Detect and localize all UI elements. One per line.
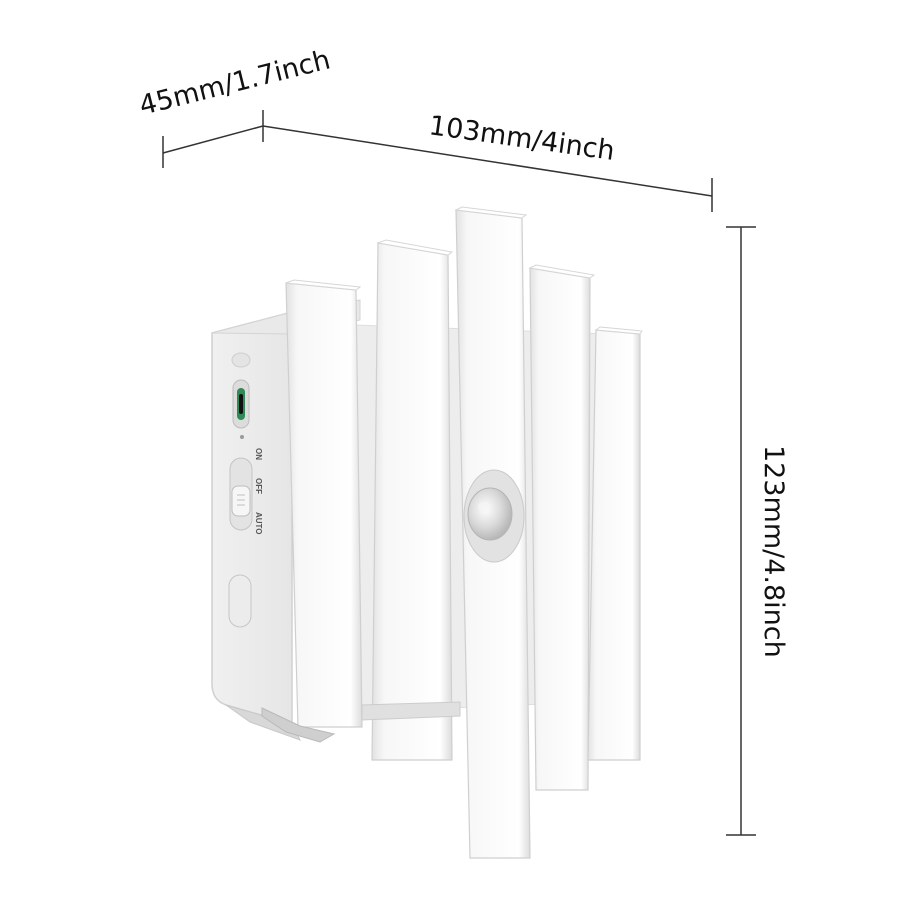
height-dimension-label: 123mm/4.8inch [758, 445, 789, 658]
charge-indicator-dot [240, 435, 244, 439]
slat-4 [528, 264, 596, 791]
switch-label-off: OFF [254, 478, 263, 494]
depth-dimension-line [162, 110, 264, 168]
slat-2 [371, 239, 454, 761]
bottom-rail [361, 701, 461, 721]
wall-light-product: ON OFF AUTO [211, 206, 643, 859]
switch-label-on: ON [254, 448, 263, 460]
width-dimension-label: 103mm/4inch [427, 110, 616, 167]
mode-switch [229, 457, 253, 531]
switch-label-auto: AUTO [254, 512, 263, 535]
side-button [228, 574, 252, 628]
housing-indicator-recess [231, 352, 251, 368]
usb-port [232, 379, 250, 429]
slat-5 [587, 326, 643, 761]
height-dimension-line [726, 226, 756, 836]
width-dimension-line [262, 125, 713, 212]
mounting-bracket [261, 707, 336, 743]
motion-sensor [463, 469, 525, 563]
depth-dimension-label: 45mm/1.7inch [136, 44, 333, 121]
slat-1 [285, 279, 363, 728]
